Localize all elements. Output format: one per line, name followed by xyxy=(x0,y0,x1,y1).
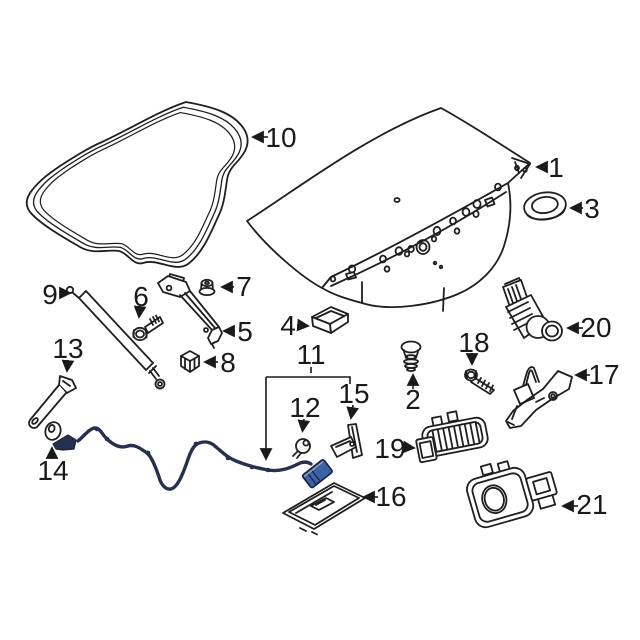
washer-part-14 xyxy=(44,421,62,441)
callout-label-13: 13 xyxy=(52,333,83,364)
striker-part-4 xyxy=(311,306,349,334)
weatherstrip-seal-part xyxy=(25,101,249,268)
grommet-part xyxy=(523,191,567,221)
callout-label-10: 10 xyxy=(265,122,296,153)
callout-label-11: 11 xyxy=(296,339,325,370)
callout-label-15: 15 xyxy=(338,378,369,409)
lever-part-15 xyxy=(330,423,363,459)
nut-part-7 xyxy=(198,278,216,296)
cable-connector xyxy=(301,459,333,489)
tray-part-16 xyxy=(282,482,366,536)
callout-label-9: 9 xyxy=(42,279,58,310)
callout-arrow-12 xyxy=(297,418,311,433)
callout-label-21: 21 xyxy=(576,489,607,520)
clip-part-12 xyxy=(292,438,311,459)
callout-label-2: 2 xyxy=(405,384,421,415)
callout-label-17: 17 xyxy=(588,359,619,390)
lamp-bracket-part xyxy=(415,436,438,464)
trunk-lid-part xyxy=(246,107,531,312)
release-cable-part xyxy=(52,426,333,491)
bolt-part-18 xyxy=(464,368,495,395)
callout-label-16: 16 xyxy=(375,481,406,512)
plug-part-2 xyxy=(400,340,422,372)
callout-labels: 1 2 3 4 5 6 7 8 9 10 11 12 13 14 15 16 1… xyxy=(37,122,619,520)
callout-arrow-19 xyxy=(402,440,416,454)
switch-part-21 xyxy=(466,460,558,529)
callout-label-14: 14 xyxy=(37,455,68,486)
callout-label-4: 4 xyxy=(280,310,296,341)
hinge-part xyxy=(157,273,223,349)
callout-label-20: 20 xyxy=(580,312,611,343)
bumper-part-8 xyxy=(180,350,200,373)
callout-label-7: 7 xyxy=(236,271,252,302)
camera-part-20 xyxy=(502,277,563,342)
callout-arrow-15 xyxy=(346,404,359,420)
callout-label-6: 6 xyxy=(133,281,149,312)
callout-label-12: 12 xyxy=(289,392,320,423)
lamp-part-19 xyxy=(421,410,489,458)
callout-label-18: 18 xyxy=(458,327,489,358)
callout-label-5: 5 xyxy=(237,316,253,347)
cable-clip-nubs xyxy=(94,426,271,473)
bracket-part-13 xyxy=(28,375,77,429)
callout-label-3: 3 xyxy=(584,193,600,224)
callout-label-1: 1 xyxy=(548,152,564,183)
callout-arrows xyxy=(45,130,590,513)
callout-arrow-13 xyxy=(61,359,75,373)
bolt-part-6 xyxy=(132,314,164,342)
callout-arrow-6 xyxy=(133,305,147,319)
callout-label-8: 8 xyxy=(220,347,236,378)
latch-part-17 xyxy=(505,366,573,429)
callout-arrow-4 xyxy=(296,318,310,332)
callout-label-19: 19 xyxy=(374,433,405,464)
callout-bracket-11 xyxy=(266,367,351,384)
